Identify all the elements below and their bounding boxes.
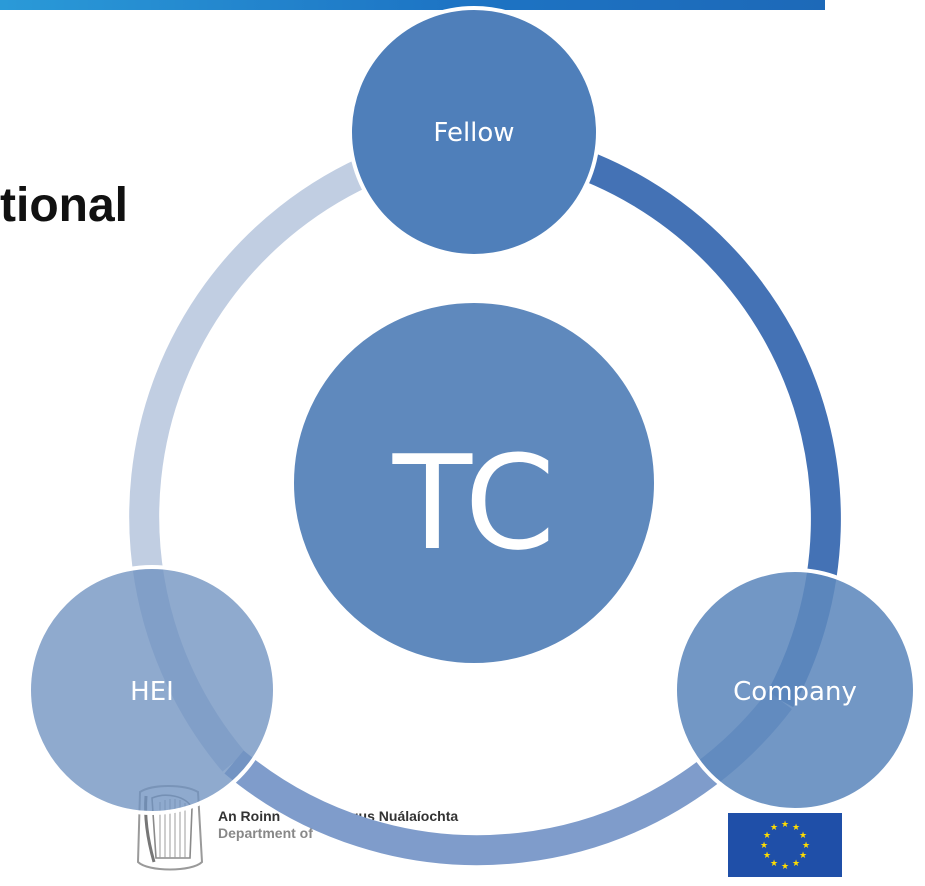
node-fellow-label: Fellow [433, 118, 514, 148]
svg-text:★: ★ [799, 851, 807, 861]
node-hei-label: HEI [130, 677, 174, 707]
svg-text:★: ★ [781, 862, 789, 872]
svg-text:★: ★ [770, 859, 778, 869]
svg-text:★: ★ [781, 820, 789, 830]
node-company-label: Company [733, 677, 857, 707]
svg-text:★: ★ [763, 851, 771, 861]
top-banner [0, 0, 825, 10]
department-line-irish-start: An Roinn [218, 808, 281, 824]
node-company: Company [673, 568, 917, 812]
center-node-label: TC [392, 427, 556, 579]
node-fellow: Fellow [348, 6, 600, 258]
department-line-english: Department of [218, 825, 313, 841]
svg-text:★: ★ [763, 831, 771, 841]
node-hei: HEI [27, 565, 277, 815]
eu-flag-icon: ★ ★ ★ ★ ★ ★ ★ ★ ★ ★ ★ ★ [728, 813, 842, 877]
svg-text:★: ★ [802, 841, 810, 851]
slide-heading: tional [0, 179, 128, 232]
svg-text:★: ★ [770, 823, 778, 833]
svg-text:★: ★ [792, 823, 800, 833]
center-node: TC [290, 299, 658, 667]
svg-text:★: ★ [760, 841, 768, 851]
svg-text:★: ★ [799, 831, 807, 841]
svg-text:★: ★ [792, 859, 800, 869]
